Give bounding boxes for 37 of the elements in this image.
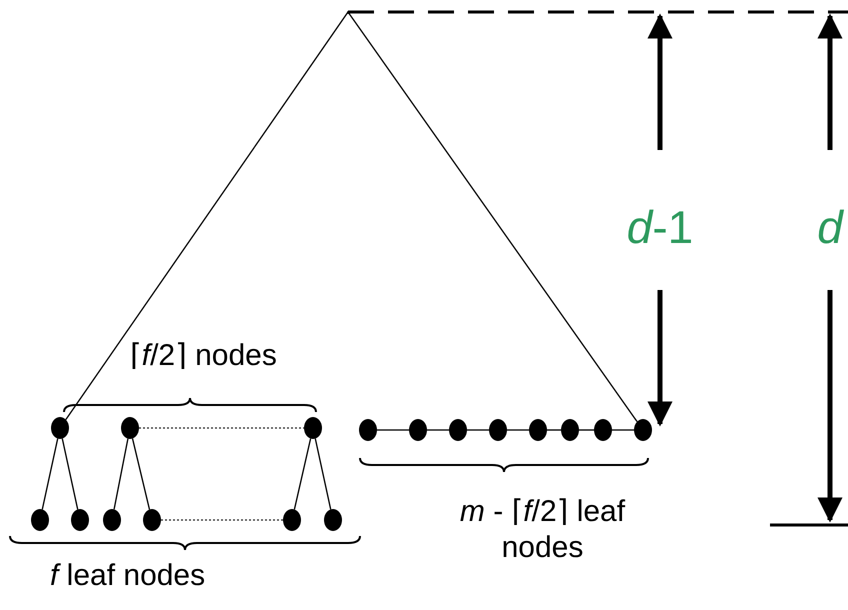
tree-node-dot: [594, 419, 612, 441]
label-text: f leaf nodes: [50, 559, 206, 592]
tree-node-dot: [561, 419, 579, 441]
tree-edge: [507, 429, 529, 431]
tree-node-dot: [324, 509, 342, 531]
tree-edge: [467, 429, 489, 431]
tree-edge: [113, 438, 129, 510]
tree-node-dot: [409, 419, 427, 441]
dimension-label: d: [817, 201, 843, 253]
dimension-label: d-1: [626, 201, 694, 253]
tree-node-dot: [121, 417, 139, 439]
tree-edge: [347, 12, 638, 422]
tree-edge: [427, 429, 449, 431]
tree-node-dot: [51, 417, 69, 439]
tree-node-dot: [304, 417, 322, 439]
tree-node-dot: [143, 509, 161, 531]
tree-edge: [612, 429, 634, 431]
label-text: ⌈f/2⌉ nodes: [130, 339, 277, 372]
tree-node-dot: [529, 419, 547, 441]
tree-node-dot: [489, 419, 507, 441]
tree-node-dot: [449, 419, 467, 441]
tree-edge: [314, 438, 332, 510]
label-text: m - ⌈f/2⌉ leaf nodes: [460, 495, 626, 564]
tree-edge: [132, 438, 150, 510]
tree-node-dot: [359, 419, 377, 441]
tree-node-dot: [634, 419, 652, 441]
tree-edge: [62, 438, 78, 510]
tree-edge: [294, 438, 312, 510]
tree-edge: [42, 438, 58, 510]
tree-node-dot: [31, 509, 49, 531]
tree-edge: [65, 12, 349, 420]
tree-node-dot: [71, 509, 89, 531]
tree-node-dot: [283, 509, 301, 531]
tree-edge: [547, 429, 561, 431]
tree-node-dot: [103, 509, 121, 531]
tree-edge: [579, 429, 594, 431]
tree-edge: [377, 429, 409, 431]
